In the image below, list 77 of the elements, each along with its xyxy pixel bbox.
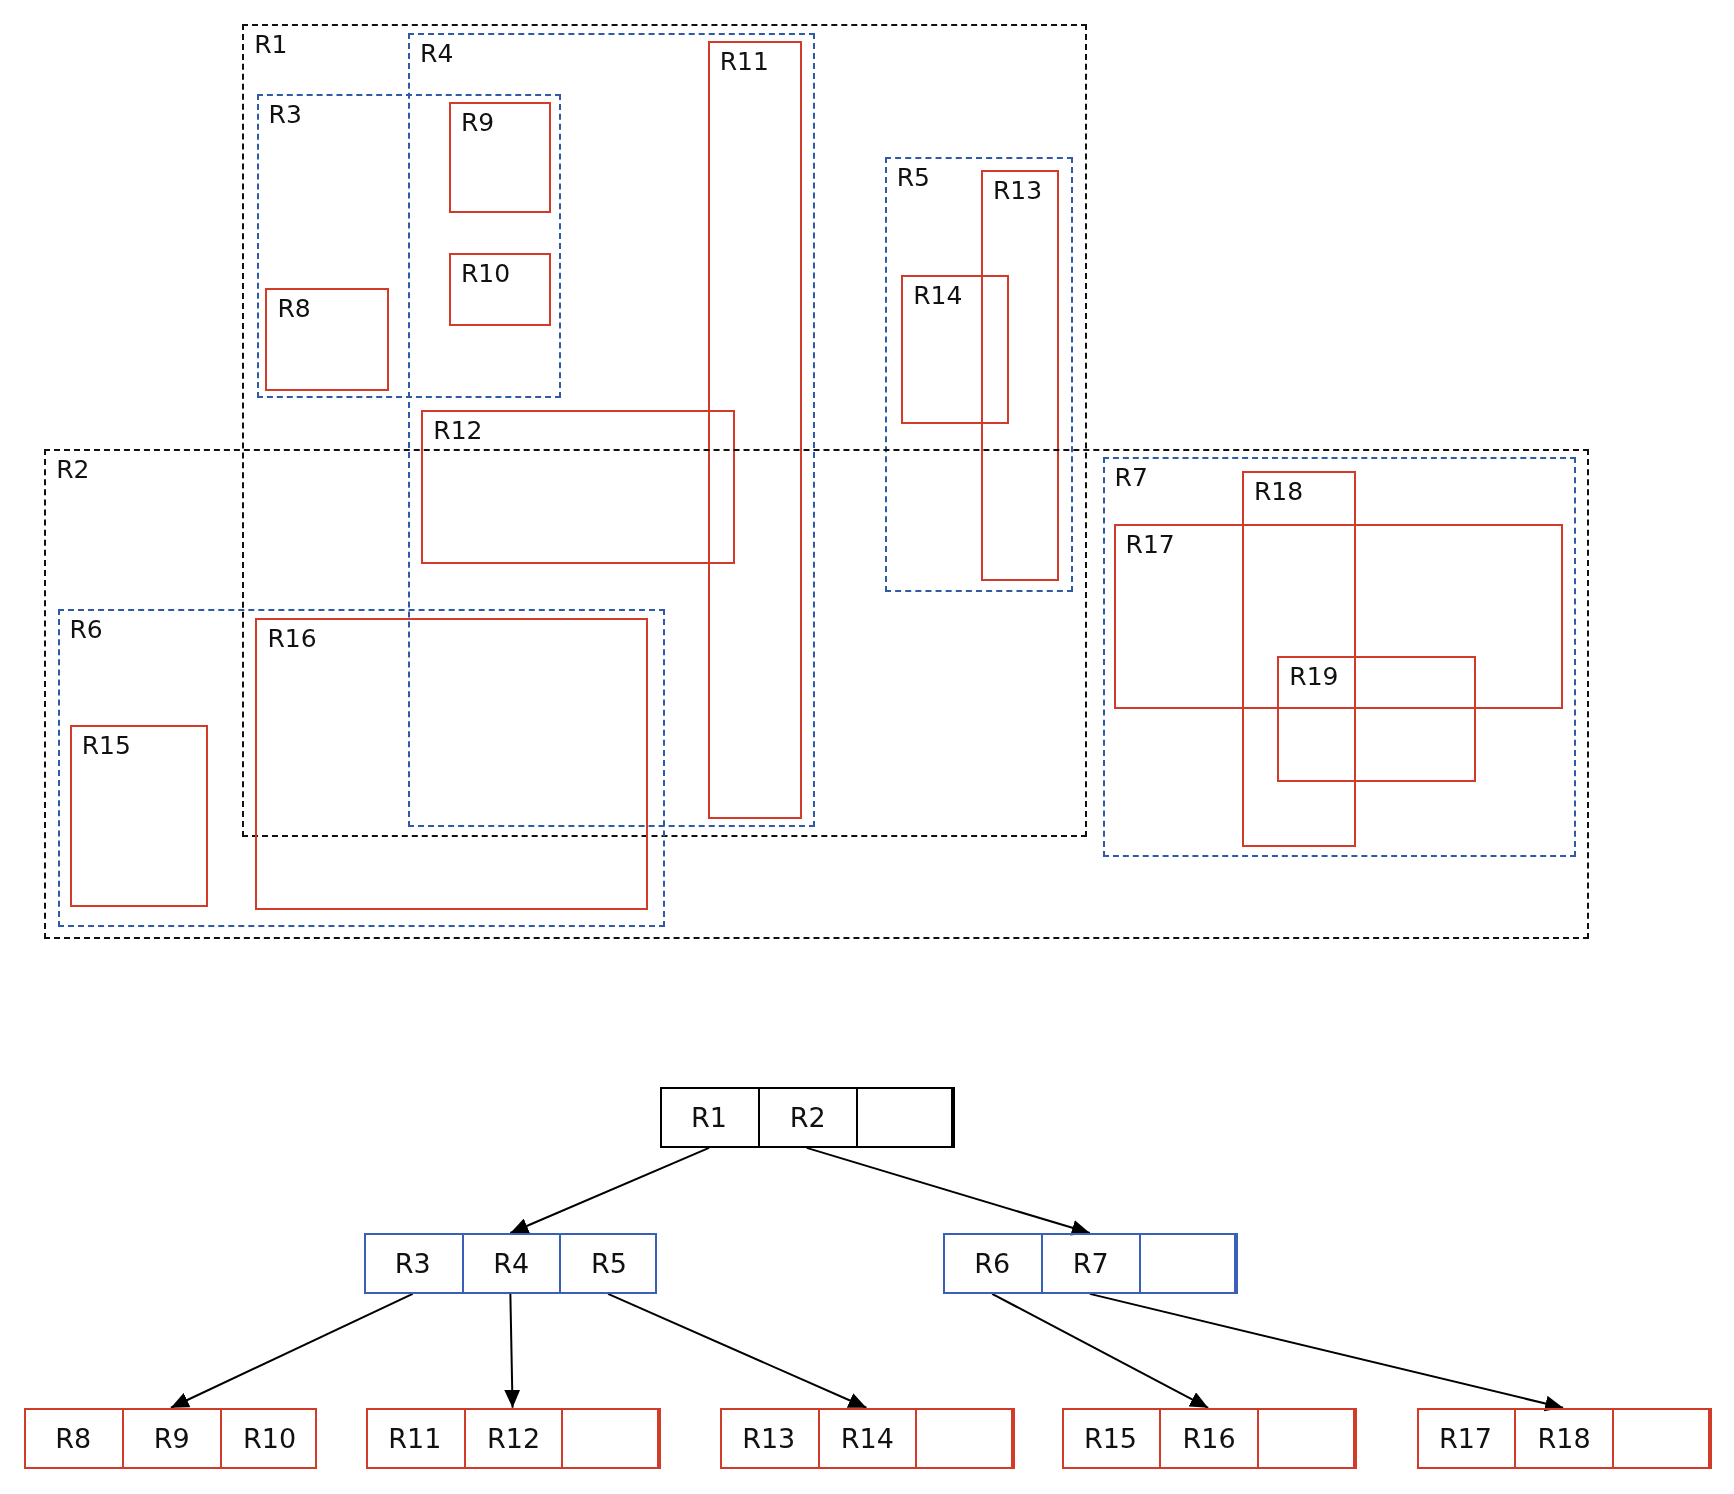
region-rectangle [1277,655,1477,782]
region-rectangle [980,170,1060,581]
region-name: R3 [268,100,302,130]
region-rectangle [421,410,736,564]
region-rectangle [255,618,648,911]
region-rectangle [265,287,390,392]
region-rectangle [242,24,1088,838]
region-name: R18 [1253,477,1304,508]
tree-node [1416,1407,1710,1469]
region-rectangle [1113,524,1563,709]
region-name: R7 [1114,462,1148,493]
region-name: R2 [56,454,90,485]
region-rectangle [448,253,551,327]
entry-cell: R16 [1159,1409,1257,1467]
entry-cell [855,1087,956,1148]
arrow [504,1292,521,1409]
arrow [169,1292,414,1409]
tree-node [660,1087,954,1148]
arrow [1088,1292,1565,1412]
region-name: R6 [69,615,103,646]
tree-node [943,1233,1237,1294]
region-rectangle [408,33,815,828]
region-name: R17 [1125,530,1175,561]
entry-cell: R11 [366,1409,464,1467]
region-rectangle [256,94,561,399]
entry-cell: R7 [1040,1235,1139,1292]
region-name: R19 [1289,661,1339,692]
region-name: R11 [719,46,769,77]
tree-node [1061,1407,1355,1469]
tree-node [719,1407,1013,1469]
entry-cell: R4 [461,1235,560,1292]
entry-cell: R10 [219,1409,318,1467]
region-name: R5 [896,163,930,194]
arrow [805,1146,1091,1236]
region-rectangle [901,275,1009,424]
region-name: R1 [254,30,288,61]
entry-cell: R1 [660,1089,758,1146]
entry-cell: R6 [943,1235,1041,1292]
region-rectangle [1241,471,1356,848]
tree-node [363,1233,657,1294]
entry-cell: R2 [757,1089,856,1146]
entry-cell: R17 [1416,1409,1515,1467]
entry-cell [1257,1407,1357,1469]
region-rectangle [707,40,802,820]
arrow [991,1292,1210,1409]
entry-cell [915,1407,1015,1469]
entry-cell [1611,1407,1712,1469]
region-rectangle [448,101,551,214]
region-name: R16 [267,624,317,655]
entry-cell [1138,1233,1239,1294]
region-name: R4 [420,39,454,70]
entry-cell: R13 [719,1409,818,1467]
region-rectangle [884,157,1073,592]
entry-cell: R18 [1514,1409,1612,1467]
entry-cell: R14 [817,1409,916,1467]
region-rectangle [1102,456,1576,857]
region-name: R14 [913,281,963,312]
entry-cell: R5 [559,1235,657,1292]
entry-cell: R8 [24,1409,122,1467]
entry-cell: R15 [1061,1409,1160,1467]
region-name: R9 [460,107,495,138]
region-name: R8 [277,293,311,324]
region-name: R10 [460,259,511,290]
region-name: R13 [992,176,1043,207]
entry-cell: R9 [122,1409,220,1467]
region-rectangle [44,448,1590,939]
entry-cell: R12 [463,1409,562,1467]
entry-cell: R3 [363,1235,462,1292]
region-name: R12 [433,416,483,447]
entry-cell [561,1407,662,1469]
arrow [509,1146,711,1235]
tree-node [366,1407,660,1469]
tree-node [24,1407,318,1469]
region-rectangle [69,725,208,907]
region-rectangle [57,609,665,927]
region-name: R15 [81,731,131,762]
arrow [607,1292,868,1409]
